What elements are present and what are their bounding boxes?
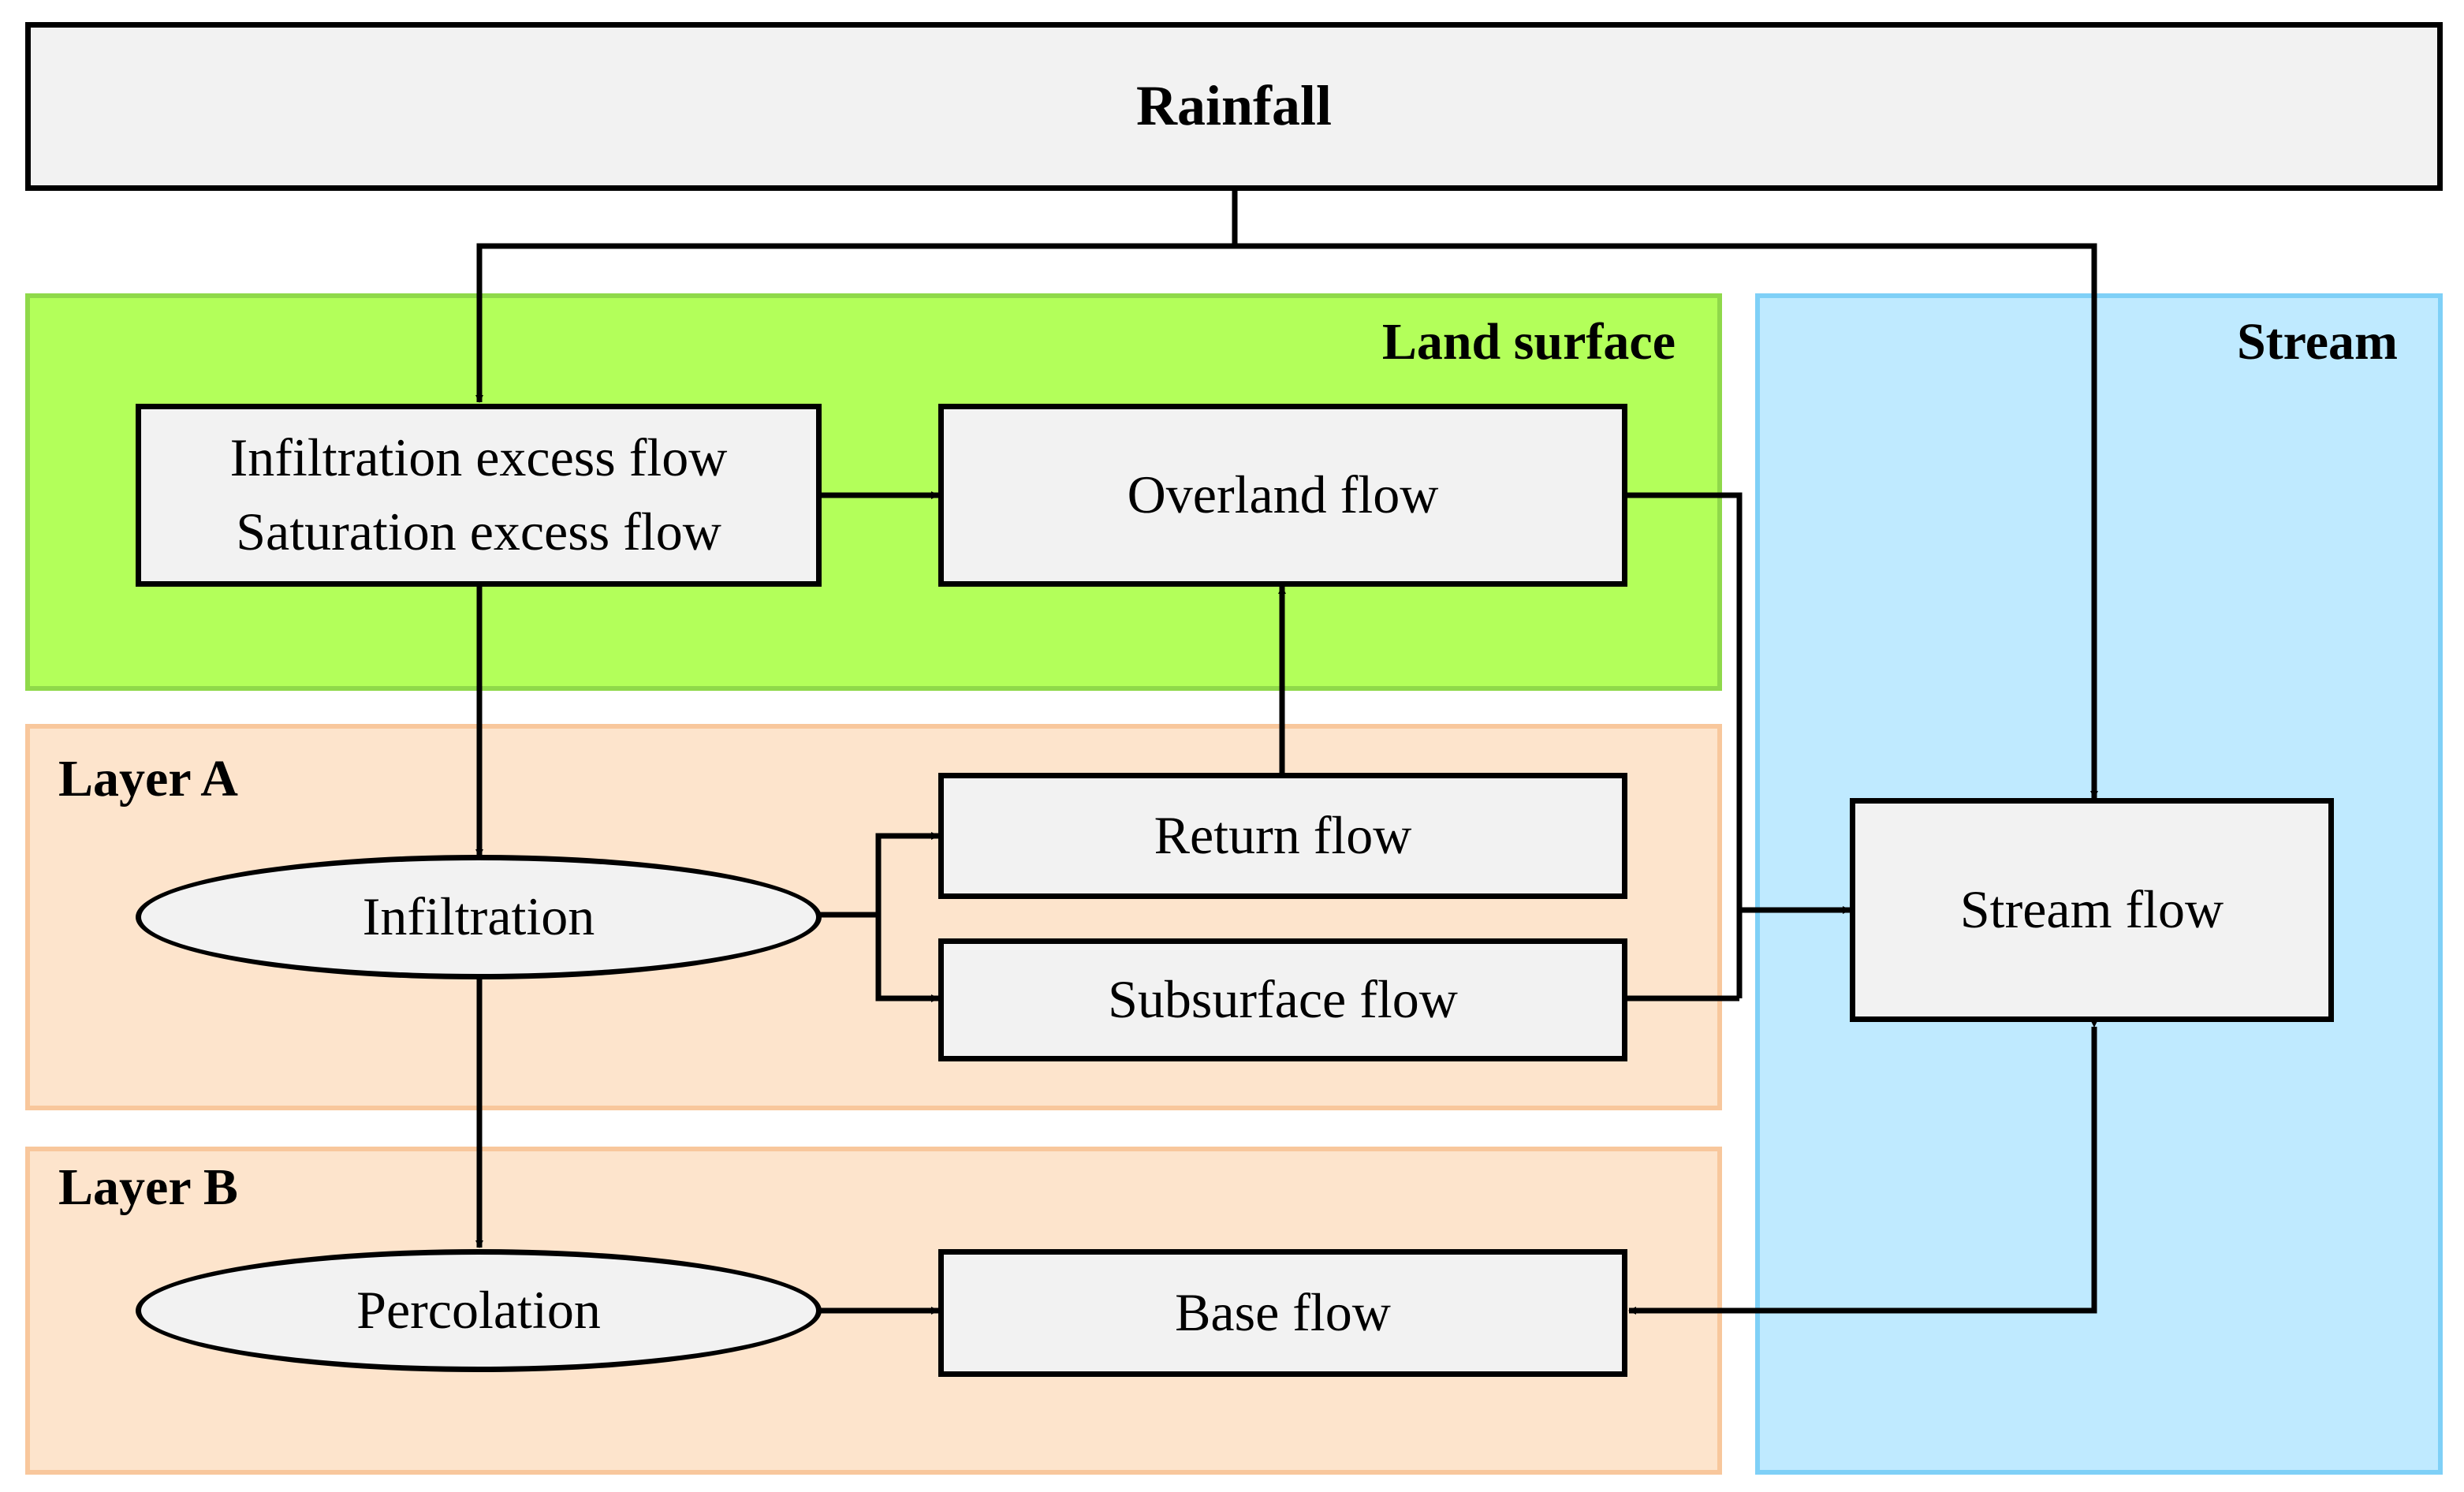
base-flow-box: Base flow — [938, 1249, 1627, 1377]
arrow-infiltration-to-return — [875, 832, 939, 915]
arrow-infiltration-to-subsurface — [875, 915, 939, 1002]
arrow-rainfall-to-excess — [475, 243, 1235, 403]
arrow-stream-base-exchange — [1628, 1020, 2098, 1315]
infiltration-label: Infiltration — [362, 886, 595, 947]
saturation-excess-flow-label: Saturation excess flow — [236, 502, 721, 561]
overland-flow-box: Overland flow — [938, 404, 1627, 587]
percolation-ellipse: Percolation — [136, 1249, 822, 1372]
subsurface-flow-label: Subsurface flow — [1108, 969, 1458, 1030]
excess-flow-box: Infiltration excess flow Saturation exce… — [136, 404, 822, 587]
infiltration-ellipse: Infiltration — [136, 855, 822, 979]
base-flow-label: Base flow — [1175, 1282, 1391, 1343]
arrow-overland-to-stream — [1626, 492, 1743, 998]
arrow-rainfall-to-stream — [1235, 243, 2098, 799]
percolation-label: Percolation — [356, 1280, 601, 1341]
infiltration-excess-flow-label: Infiltration excess flow — [229, 427, 728, 488]
layer-a-label: Layer A — [58, 750, 238, 808]
land-surface-label: Land surface — [1381, 313, 1676, 371]
layer-b-label: Layer B — [58, 1158, 238, 1216]
return-flow-box: Return flow — [938, 773, 1627, 899]
return-flow-label: Return flow — [1154, 805, 1412, 866]
stream-flow-label: Stream flow — [1959, 879, 2224, 940]
rainfall-label: Rainfall — [1135, 74, 1333, 138]
stream-flow-box: Stream flow — [1850, 798, 2334, 1022]
overland-flow-label: Overland flow — [1127, 464, 1439, 525]
subsurface-flow-box: Subsurface flow — [938, 938, 1627, 1061]
rainfall-box: Rainfall — [25, 22, 2443, 191]
stream-label: Stream — [2236, 313, 2398, 371]
